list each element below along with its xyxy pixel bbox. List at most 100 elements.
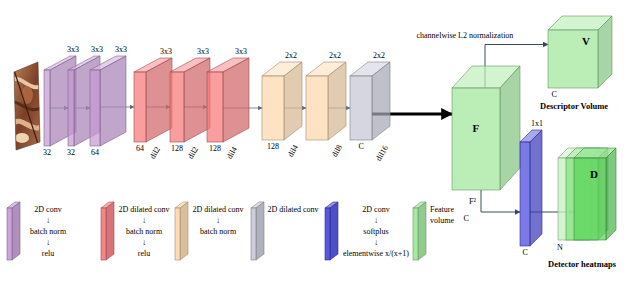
- slab-side: [106, 202, 114, 260]
- dilation-label: dil16: [374, 144, 390, 163]
- layer-slab: 3x332: [44, 70, 50, 146]
- slab-front: [325, 208, 330, 260]
- legend-swatch: [174, 200, 190, 262]
- slab-graphic: [44, 70, 50, 146]
- slab-shape: [7, 202, 20, 260]
- volume-name: V: [582, 35, 590, 48]
- slab-front: [520, 142, 530, 246]
- slab-front: [574, 158, 606, 240]
- slab-side: [184, 58, 210, 142]
- slab-shape: [251, 202, 264, 260]
- slab-graphic: [452, 88, 500, 190]
- slab-shape: [413, 202, 426, 260]
- dilation-label: dil2: [148, 146, 162, 161]
- slab-graphic: [306, 76, 328, 140]
- slab-side: [146, 58, 172, 142]
- slab-side: [530, 130, 542, 246]
- layer-slab: 3x364dil2: [134, 72, 146, 142]
- channel-count: N: [557, 243, 563, 252]
- slab-front: [134, 72, 146, 142]
- legend-swatch: [250, 200, 266, 262]
- slab-side: [372, 62, 390, 140]
- kernel-size: 3x3: [160, 47, 172, 56]
- channel-count: 128: [171, 144, 183, 153]
- image-frame: [14, 62, 40, 150]
- slab-front: [306, 76, 328, 140]
- slab-side: [180, 202, 188, 260]
- layer-slab: 2x2dil8: [306, 76, 328, 140]
- slab-shape: [175, 202, 188, 260]
- slab-front: [452, 88, 500, 190]
- slab-graphic: [68, 70, 74, 146]
- legend-text: 2D dilated conv ↓ batch norm ↓ relu: [114, 204, 174, 259]
- layer-slab: 2x2128dil4: [262, 76, 284, 140]
- kernel-size: 2x2: [329, 51, 341, 60]
- legend-swatch: [324, 200, 340, 262]
- slab-shape: [520, 130, 542, 246]
- slab-graphic: [170, 72, 184, 142]
- kernel-size: 1x1: [531, 119, 543, 128]
- kernel-size: 3x3: [197, 47, 209, 56]
- dilation-label: dil4: [225, 146, 239, 161]
- volume-caption: Descriptor Volume: [540, 102, 608, 112]
- slab-front: [251, 208, 256, 260]
- channel-count: 32: [43, 148, 51, 157]
- edge-label: channelwise L2 normalization: [416, 31, 515, 40]
- kernel-size: 3x3: [235, 47, 247, 56]
- slab-shape: [170, 58, 210, 142]
- kernel-size: 3x3: [91, 45, 103, 54]
- slab-front: [207, 72, 223, 142]
- slab-graphic: [134, 72, 146, 142]
- slab-front: [90, 70, 100, 146]
- conv-layer: 1x1C: [520, 142, 530, 246]
- dilation-label: dil8: [330, 144, 344, 159]
- volume-name: F: [473, 122, 480, 135]
- slab-graphic: [262, 76, 284, 140]
- dilation-label: dil4: [286, 144, 300, 159]
- slab-shape: [452, 66, 520, 190]
- slab-shape: [262, 62, 302, 140]
- kernel-size: 3x3: [67, 45, 79, 54]
- legend-swatch: [6, 200, 22, 262]
- channel-count: C: [552, 90, 557, 99]
- slab-side: [598, 16, 612, 88]
- slab-side: [256, 202, 264, 260]
- slab-front: [44, 70, 50, 146]
- volume-caption: Detector heatmaps: [548, 260, 616, 270]
- layer-slab: 3x3128dil2: [170, 72, 184, 142]
- slab-shape: [548, 16, 612, 88]
- slab-front: [7, 208, 12, 260]
- slab-graphic: [90, 70, 100, 146]
- slab-side: [328, 62, 346, 140]
- slab-front: [262, 76, 284, 140]
- slab-shape: [101, 202, 114, 260]
- channel-count: C: [464, 214, 469, 223]
- slab-shape: [574, 148, 616, 240]
- kernel-size: 2x2: [373, 51, 385, 60]
- legend-text: Feature volume: [426, 204, 458, 226]
- slab-front: [170, 72, 184, 142]
- kernel-size: 2x2: [285, 51, 297, 60]
- slab-shape: [566, 148, 608, 240]
- slab-side: [100, 56, 126, 146]
- slab-graphic: [520, 142, 530, 246]
- input-image: [10, 55, 45, 155]
- channel-count: 128: [267, 142, 279, 151]
- slab-shape: [306, 62, 346, 140]
- channel-count: 64: [91, 148, 99, 157]
- slab-front: [68, 70, 74, 146]
- channel-count: C: [523, 248, 528, 257]
- slab-front: [175, 208, 180, 260]
- connector: [481, 190, 520, 212]
- legend-swatch: [412, 200, 428, 262]
- slab-graphic: [207, 72, 223, 142]
- channel-count: 128: [209, 144, 221, 153]
- slab-graphic: [548, 30, 598, 88]
- channel-count: 64: [136, 144, 144, 153]
- layer-slab: 3x364: [90, 70, 100, 146]
- slab-shape: [90, 56, 126, 146]
- slab-side: [418, 202, 426, 260]
- legend-text: 2D dilated conv: [264, 204, 322, 215]
